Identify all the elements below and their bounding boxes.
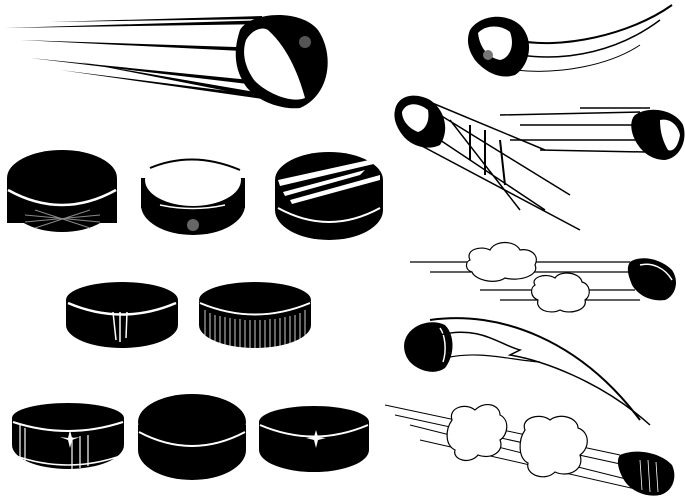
flying-puck-double-cloud [384,403,675,496]
puck-ribbed [199,282,311,348]
flying-puck-top-left [5,14,328,109]
puck-mesh [7,150,117,232]
flying-puck-right-mid [499,107,685,160]
puck-drip [66,282,178,348]
flying-puck-tilted [394,95,581,231]
puck-tall [138,394,246,480]
flying-puck-arc [404,317,651,426]
puck-stripes [275,152,383,240]
puck-white-top [141,154,245,235]
flying-puck-cloud [410,241,676,313]
puck-sparkle [259,406,369,472]
puck-sparkle-ribs [12,403,124,470]
flying-puck-swoosh [467,4,673,77]
